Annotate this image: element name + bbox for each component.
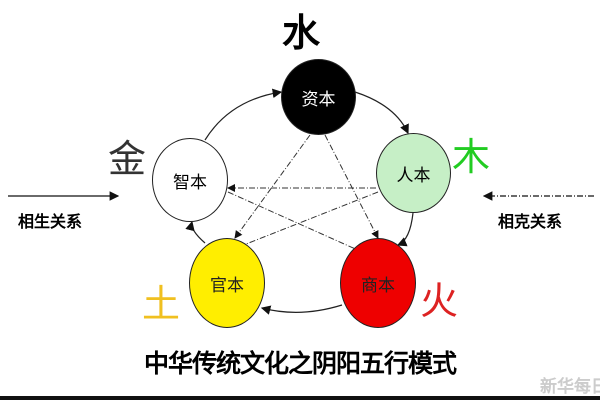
element-fire: 火 bbox=[420, 279, 459, 323]
node-label: 官本 bbox=[210, 275, 244, 296]
element-earth: 土 bbox=[142, 282, 181, 326]
node-label: 资本 bbox=[301, 89, 336, 110]
dash-wood-to-earth bbox=[235, 191, 379, 250]
bottom-border bbox=[0, 396, 600, 400]
node-fire-commerce: 商本 bbox=[340, 238, 416, 328]
arrow-earth-to-metal bbox=[185, 220, 206, 244]
dash-metal-to-fire bbox=[227, 191, 381, 261]
dash-water-to-earth bbox=[234, 134, 311, 239]
arrow-metal-to-water bbox=[204, 88, 283, 141]
node-label: 智本 bbox=[173, 172, 207, 193]
dash-water-to-fire bbox=[324, 134, 379, 239]
legend-overcoming-label: 相克关系 bbox=[498, 212, 563, 231]
node-metal-wisdom: 智本 bbox=[152, 138, 228, 222]
arrow-wood-to-fire bbox=[396, 212, 414, 247]
element-water: 水 bbox=[282, 11, 321, 55]
diagram-title: 中华传统文化之阴阳五行模式 bbox=[143, 349, 457, 378]
element-metal: 金 bbox=[108, 137, 147, 181]
element-wood: 木 bbox=[452, 135, 491, 179]
node-label: 商本 bbox=[361, 275, 395, 296]
arrow-water-to-wood bbox=[354, 91, 409, 135]
node-earth-official: 官本 bbox=[189, 238, 265, 328]
arrow-fire-to-earth bbox=[260, 304, 343, 315]
node-water-capital: 资本 bbox=[281, 59, 356, 135]
legend-generating-label: 相生关系 bbox=[18, 212, 83, 231]
node-wood-human: 人本 bbox=[376, 133, 451, 213]
watermark: 新华每日 bbox=[540, 377, 600, 397]
node-label: 人本 bbox=[396, 165, 431, 186]
